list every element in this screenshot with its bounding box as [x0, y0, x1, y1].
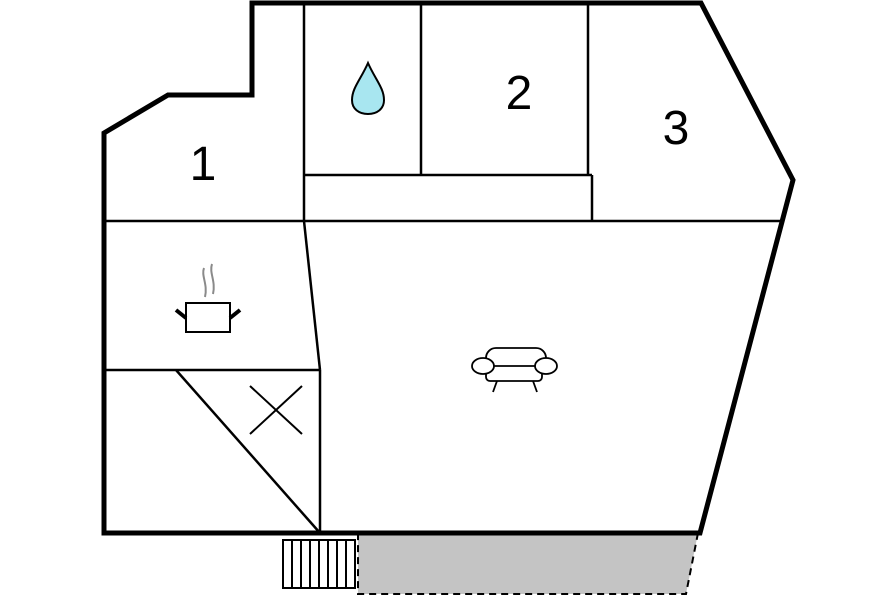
terrace-area	[358, 533, 698, 594]
cooking-pot-icon	[174, 263, 242, 333]
exterior-walls	[101, 0, 796, 536]
terrace-outline	[357, 532, 699, 595]
room-label-2: 2	[506, 67, 533, 120]
cross-mark-icon	[249, 385, 303, 435]
sofa-icon	[471, 347, 558, 393]
stairs-icon	[282, 539, 356, 589]
room-label-3: 3	[663, 102, 690, 155]
interior-walls	[104, 4, 782, 534]
water-drop-icon	[350, 60, 386, 116]
room-label-1: 1	[190, 138, 217, 191]
